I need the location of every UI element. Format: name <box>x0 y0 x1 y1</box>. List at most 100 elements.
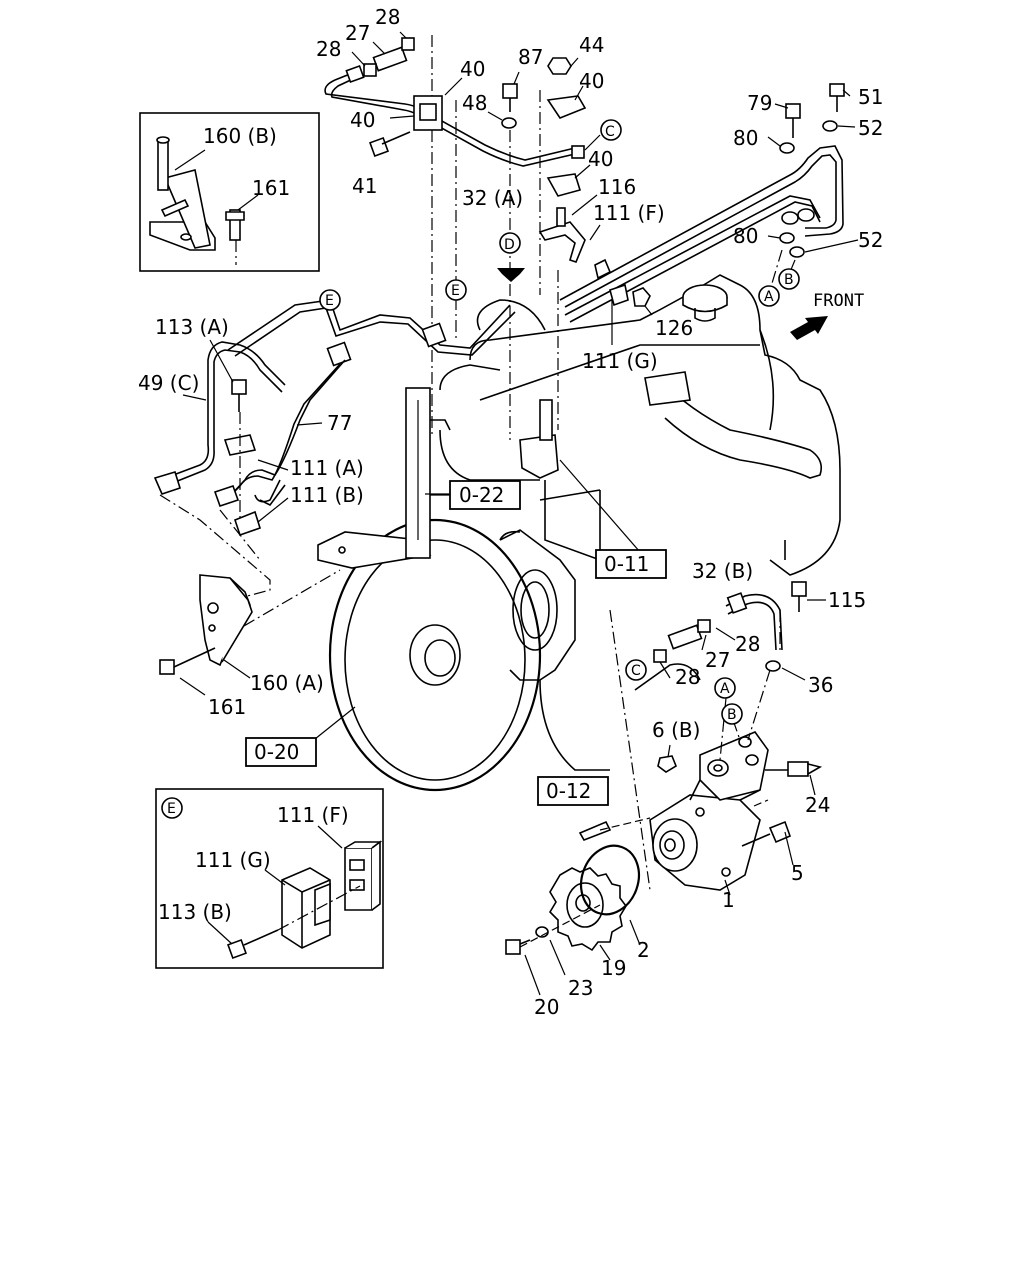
gear-19 <box>548 867 627 952</box>
fitting-24 <box>765 761 823 777</box>
label-44: 44 <box>579 33 604 57</box>
label-27: 27 <box>705 648 730 672</box>
ref-text-0-12: 0-12 <box>546 779 591 803</box>
label-1: 1 <box>722 888 735 912</box>
label-116: 116 <box>598 175 636 199</box>
pipe-long-right <box>559 145 844 323</box>
ref-text-0-20: 0-20 <box>254 740 299 764</box>
marker-b1 <box>778 268 800 290</box>
label-48: 48 <box>462 91 487 115</box>
marker-b2 <box>721 703 743 725</box>
pipe-32b <box>725 592 783 651</box>
marker-a1 <box>758 285 780 307</box>
washer-52a <box>822 120 838 132</box>
bolt-113a <box>231 379 247 412</box>
label-161: 161 <box>252 176 290 200</box>
marker-a2 <box>714 677 736 699</box>
marker-c-text: C <box>605 124 615 140</box>
front-arrow-icon <box>790 316 828 340</box>
label-28: 28 <box>675 665 700 689</box>
label-111g: 111 (G) <box>195 848 271 872</box>
clip-40b <box>546 95 587 119</box>
label-24: 24 <box>805 793 830 817</box>
bracket-160a <box>199 574 253 667</box>
label-27: 27 <box>345 21 370 45</box>
label-49c: 49 (C) <box>138 371 199 395</box>
marker-c1 <box>600 119 622 141</box>
label-115: 115 <box>828 588 866 612</box>
bracket-116 <box>538 207 586 263</box>
hose-27b <box>667 624 703 650</box>
marker-d <box>499 232 521 254</box>
flywheel-housing <box>317 518 576 792</box>
o-ring-2 <box>579 844 641 916</box>
marker-d-text: D <box>504 237 515 253</box>
ref-box-0-11 <box>595 549 667 579</box>
ref-box-0-12 <box>537 776 609 806</box>
clip-40-group <box>389 77 463 131</box>
label-51: 51 <box>858 85 883 109</box>
label-40: 40 <box>579 69 604 93</box>
washer-52b <box>789 246 805 258</box>
hose-27 <box>372 46 408 72</box>
label-111f: 111 (F) <box>593 201 665 225</box>
ref-box-0-22 <box>449 480 521 510</box>
label-52: 52 <box>858 116 883 140</box>
label-19: 19 <box>601 956 626 980</box>
inset-bracket-160b <box>139 112 320 272</box>
washer-80b <box>779 232 795 244</box>
label-87: 87 <box>518 45 543 69</box>
marker-e3 <box>161 797 183 819</box>
label-113a: 113 (A) <box>155 315 229 339</box>
marker-c-text: C <box>631 663 641 679</box>
label-126: 126 <box>655 316 693 340</box>
label-28: 28 <box>735 632 760 656</box>
ref-box-0-20 <box>245 737 317 767</box>
washer-80a <box>779 142 795 154</box>
washer-48 <box>501 117 517 129</box>
clamp-28a <box>401 37 415 51</box>
label-40: 40 <box>350 108 375 132</box>
bracket-111g <box>519 399 559 479</box>
label-20: 20 <box>534 995 559 1019</box>
washer-36 <box>765 660 781 672</box>
label-40: 40 <box>588 147 613 171</box>
bolt-5 <box>741 820 792 847</box>
pipe-mid-run <box>227 299 516 367</box>
label-79: 79 <box>747 91 772 115</box>
bolt-51 <box>829 83 845 112</box>
label-113b: 113 (B) <box>158 900 232 924</box>
view-d-arrow-icon <box>497 268 525 282</box>
marker-e-text: E <box>325 293 334 309</box>
compressor-assembly <box>649 731 769 891</box>
bolt-79 <box>785 103 801 138</box>
clip-40c <box>546 173 582 197</box>
label-23: 23 <box>568 976 593 1000</box>
clamp-28d <box>653 649 667 663</box>
marker-e-text: E <box>167 801 176 817</box>
label-80: 80 <box>733 224 758 248</box>
label-80: 80 <box>733 126 758 150</box>
clamp-28b <box>363 63 377 77</box>
label-32a: 32 (A) <box>462 186 523 210</box>
engine-block <box>439 274 841 771</box>
label-6b: 6 (B) <box>652 718 700 742</box>
label-5: 5 <box>791 861 804 885</box>
clip-111b <box>234 510 261 537</box>
clamp-28c <box>697 619 711 633</box>
label-111f: 111 (F) <box>277 803 349 827</box>
inset-e <box>155 788 384 969</box>
label-36: 36 <box>808 673 833 697</box>
label-161: 161 <box>208 695 246 719</box>
label-160b: 160 (B) <box>203 124 277 148</box>
label-111g: 111 (G) <box>582 349 658 373</box>
bolt-87 <box>502 83 518 112</box>
bolt-115 <box>791 581 807 612</box>
marker-b-text: B <box>784 272 794 288</box>
bolt-161 <box>159 647 216 675</box>
label-40: 40 <box>460 57 485 81</box>
stud <box>578 820 612 841</box>
marker-e1 <box>319 289 341 311</box>
marker-e-text: E <box>451 283 460 299</box>
